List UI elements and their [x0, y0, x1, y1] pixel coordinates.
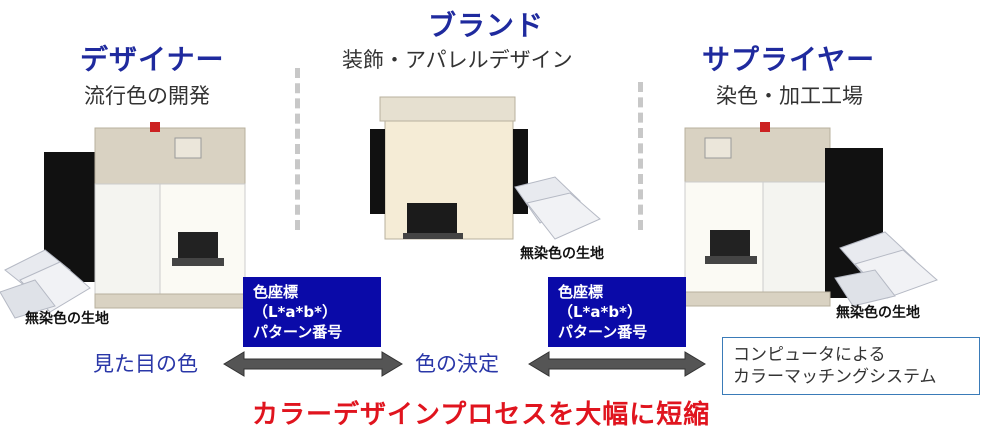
booth-base [94, 293, 246, 309]
booth-lamp-indicator [760, 122, 770, 132]
double-arrow-right [528, 351, 706, 377]
fabric-swatches [0, 249, 91, 319]
laptop-screen [710, 230, 750, 256]
booth-lamp-indicator [150, 122, 160, 132]
box-line-1: 色座標 [558, 283, 604, 301]
brand-light-booth-image [370, 96, 601, 240]
designer-light-booth-image [0, 122, 246, 319]
fabric-swatches [834, 231, 938, 307]
flow-label-visual-color: 見た目の色 [93, 352, 198, 376]
double-arrow-left [223, 351, 403, 377]
booth-top [94, 127, 246, 185]
fabric-swatches [514, 176, 601, 240]
system-line-2: カラーマッチングシステム [733, 367, 937, 387]
laptop-base [403, 233, 463, 239]
supplier-fabric-label: 無染色の生地 [836, 305, 920, 321]
designer-fabric-label: 無染色の生地 [25, 311, 109, 327]
box-line-3: パターン番号 [558, 323, 648, 341]
booth-control-panel [704, 137, 732, 159]
color-coordinate-box-left: 色座標 （L*a*b*） パターン番号 [243, 277, 381, 347]
brand-subtitle: 装飾・アパレルデザイン [342, 48, 573, 72]
brand-title: ブランド [428, 9, 545, 42]
brand-fabric-label: 無染色の生地 [520, 246, 604, 262]
box-line-2: （L*a*b*） [558, 303, 642, 321]
designer-title: デザイナー [80, 43, 225, 76]
color-matching-system-box: コンピュータによる カラーマッチングシステム [722, 337, 980, 395]
flow-label-color-decision: 色の決定 [415, 352, 499, 376]
designer-subtitle: 流行色の開発 [84, 84, 210, 108]
color-coordinate-box-right: 色座標 （L*a*b*） パターン番号 [548, 277, 686, 347]
booth-side-panel-left [370, 129, 385, 214]
booth-door [94, 183, 161, 295]
separator-left [295, 68, 305, 230]
laptop-base [705, 256, 757, 264]
booth-base [684, 291, 831, 307]
laptop-screen [407, 203, 457, 233]
booth-control-panel [174, 137, 202, 159]
laptop-base [172, 258, 224, 266]
laptop-screen [178, 232, 218, 258]
box-line-3: パターン番号 [253, 323, 343, 341]
booth-top [379, 96, 516, 122]
supplier-title: サプライヤー [702, 43, 876, 76]
box-line-1: 色座標 [253, 283, 299, 301]
separator-right [638, 82, 648, 230]
box-line-2: （L*a*b*） [253, 303, 337, 321]
supplier-light-booth-image [684, 122, 938, 307]
supplier-subtitle: 染色・加工工場 [716, 84, 863, 108]
bottom-message: カラーデザインプロセスを大幅に短縮 [252, 400, 711, 430]
booth-door [762, 181, 831, 293]
system-line-1: コンピュータによる [733, 345, 886, 365]
